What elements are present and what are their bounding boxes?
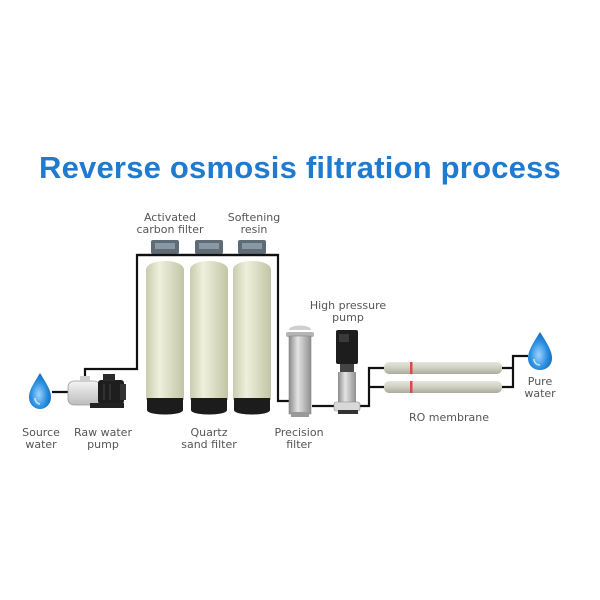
label-line: Pure — [527, 375, 553, 388]
label-line: Precision — [274, 426, 324, 439]
ro-membrane-icon — [384, 362, 502, 393]
label-line: RO membrane — [409, 411, 489, 424]
label-line: Source — [22, 426, 60, 439]
label-activated-carbon-filter: Activated carbon filter — [130, 212, 210, 236]
label-raw-water-pump: Raw water pump — [68, 427, 138, 451]
high-pressure-pump-icon — [333, 330, 361, 414]
label-line: sand filter — [181, 438, 237, 451]
label-line: carbon filter — [136, 223, 204, 236]
label-line: Activated — [143, 211, 197, 224]
softening-resin-tank-icon — [233, 240, 271, 415]
label-ro-membrane: RO membrane — [404, 412, 494, 424]
label-pure-water: Pure water — [512, 376, 568, 400]
label-line: High pressure — [309, 299, 387, 312]
label-line: pump — [332, 311, 364, 324]
raw-water-pump-icon — [67, 374, 126, 408]
label-precision-filter: Precision filter — [266, 427, 332, 451]
pure-water-drop-icon — [528, 332, 552, 370]
source-water-drop-icon — [29, 373, 51, 409]
label-line: water — [25, 438, 57, 451]
label-line: resin — [240, 223, 268, 236]
label-line: pump — [87, 438, 119, 451]
label-high-pressure-pump: High pressure pump — [305, 300, 391, 324]
activated-carbon-filter-tank-icon — [146, 240, 184, 415]
label-line: filter — [286, 438, 312, 451]
label-quartz-sand-filter: Quartz sand filter — [170, 427, 248, 451]
diagram-title: Reverse osmosis filtration process — [39, 150, 561, 185]
label-line: Softening — [227, 211, 281, 224]
precision-filter-icon — [286, 325, 314, 417]
pipe-hp-pump-to-membranes — [358, 366, 384, 408]
label-line: Quartz — [190, 426, 228, 439]
label-line: water — [524, 387, 556, 400]
label-line: Raw water — [74, 426, 132, 439]
label-softening-resin: Softening resin — [222, 212, 286, 236]
label-source-water: Source water — [12, 427, 70, 451]
quartz-sand-filter-tank-icon — [190, 240, 228, 415]
pipe-membranes-to-pure — [502, 354, 528, 389]
